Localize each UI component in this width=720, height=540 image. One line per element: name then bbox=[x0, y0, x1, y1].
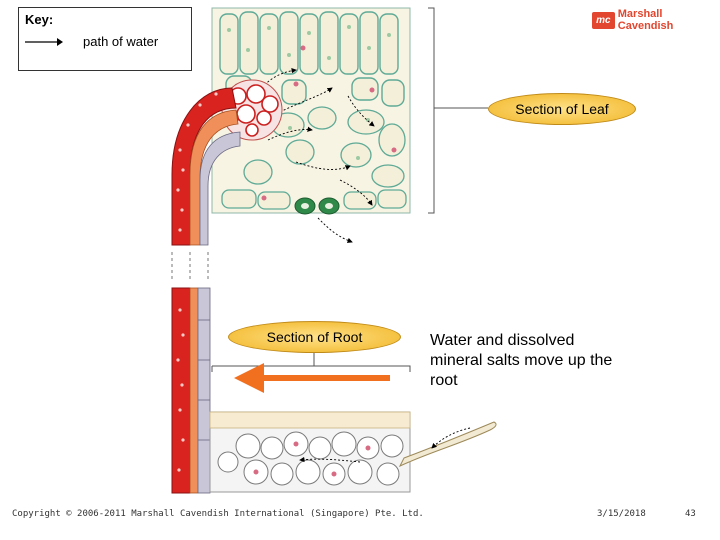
palisade-cells bbox=[219, 11, 405, 107]
footer-date: 3/15/2018 bbox=[597, 509, 646, 519]
page-number: 43 bbox=[685, 509, 696, 519]
leaf-section bbox=[211, 7, 488, 243]
section-of-leaf-label: Section of Leaf bbox=[488, 93, 636, 125]
section-of-root-label: Section of Root bbox=[228, 321, 401, 353]
marshall-cavendish-logo: mc Marshall Cavendish bbox=[592, 8, 720, 32]
key-item-label: path of water bbox=[83, 34, 159, 49]
leaf-water-arrows bbox=[261, 67, 375, 243]
copyright-text: Copyright © 2006-2011 Marshall Cavendish… bbox=[12, 509, 424, 519]
spongy-cells bbox=[221, 106, 407, 210]
description-line-3: root bbox=[430, 372, 458, 389]
arrow-right-icon bbox=[25, 37, 63, 46]
root-pointer bbox=[211, 353, 411, 393]
root-section bbox=[209, 411, 497, 493]
description-text: Water and dissolved mineral salts move u… bbox=[430, 331, 660, 391]
stoma bbox=[294, 197, 340, 215]
chloroplasts bbox=[227, 25, 391, 160]
key-item: path of water bbox=[25, 34, 158, 49]
description-line-1: Water and dissolved bbox=[430, 332, 575, 349]
key-legend: Key: path of water bbox=[18, 7, 192, 71]
brand-mark-icon: mc bbox=[592, 11, 615, 29]
key-title: Key: bbox=[25, 12, 54, 27]
brand-name: Marshall Cavendish bbox=[617, 8, 674, 32]
description-line-2: mineral salts move up the bbox=[430, 352, 613, 369]
stem-vessels bbox=[171, 87, 241, 494]
